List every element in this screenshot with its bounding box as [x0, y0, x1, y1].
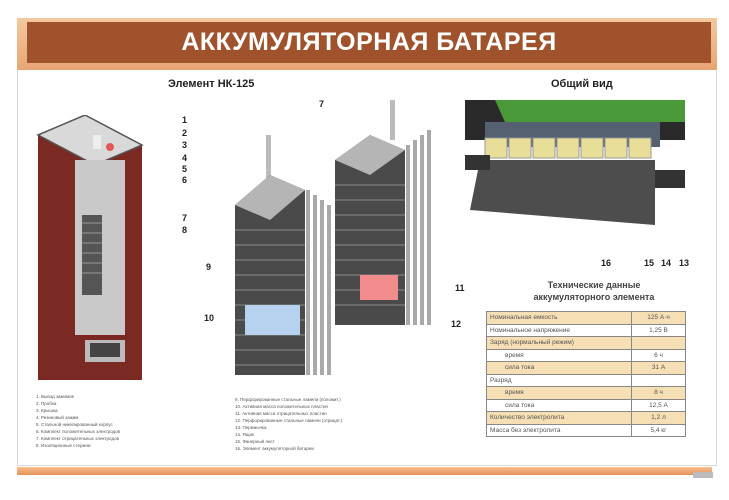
legend-item: 10. Активная масса положительных пластин [235, 404, 328, 409]
legend-item: 8. Изоляционные стержни [36, 443, 91, 448]
callout-9: 9 [206, 262, 212, 272]
legend-item: 11. Активная масса отрицательных пластин [235, 411, 327, 416]
general-view-heading: Общий вид [551, 78, 613, 90]
legend-item: 9. Перфорированные стальные ламели (поло… [235, 397, 341, 402]
callout-4: 4 [182, 153, 188, 163]
poster-title: АККУМУЛЯТОРНАЯ БАТАРЕЯ [181, 28, 557, 56]
legend-item: 4. Резиновый зажим [36, 415, 79, 420]
legend-item: 13. Перемычка [235, 425, 267, 430]
callout-16: 16 [601, 258, 612, 268]
battery-box-photo [465, 100, 685, 225]
legend-item: 3. Крышка [36, 408, 58, 413]
title-banner: АККУМУЛЯТОРНАЯ БАТАРЕЯ [17, 18, 717, 70]
callout-11: 11 [455, 283, 465, 293]
negative-plates-figure [335, 100, 431, 325]
legend-item: 12. Перфорированные стальные ламели (отр… [235, 418, 343, 423]
callout-12: 12 [451, 319, 462, 329]
callout-15: 15 [644, 258, 655, 268]
callout-3: 3 [182, 140, 188, 150]
footer-bar [17, 467, 712, 475]
legend-item: 15. Фанерный лист [235, 439, 275, 444]
legend-column-2: 9. Перфорированные стальные ламели (поло… [235, 396, 342, 452]
legend-item: 5. Стальной никелированный корпус [36, 422, 113, 427]
callout-10: 10 [204, 313, 215, 323]
callout-7: 7 [182, 213, 188, 223]
callout-8: 8 [182, 225, 188, 235]
title-bar: АККУМУЛЯТОРНАЯ БАТАРЕЯ [27, 22, 711, 63]
footer-tag [693, 472, 713, 478]
legend-item: 14. Ящик [235, 432, 254, 437]
legend-item: 1. Вывод зажимов [36, 394, 74, 399]
callout-5: 5 [182, 164, 188, 174]
callout-1: 1 [182, 115, 188, 125]
callout-6: 6 [182, 175, 188, 185]
callout-2: 2 [182, 128, 188, 138]
callout-13: 13 [679, 258, 690, 268]
legend-column-1: 1. Вывод зажимов 2. Пробка 3. Крышка 4. … [36, 393, 120, 449]
legend-item: 7. Комплект отрицательных электродов [36, 436, 119, 441]
legend-item: 16. Элемент аккумуляторной батареи [235, 446, 314, 451]
legend-item: 6. Комплект положительных электродов [36, 429, 120, 434]
cell-case-cutaway-figure [36, 115, 144, 380]
table-row: Разряд [486, 373, 686, 387]
element-heading: Элемент НК-125 [168, 78, 255, 90]
positive-plates-figure [235, 135, 331, 375]
callout-14: 14 [661, 258, 672, 268]
callout-plates-7: 7 [319, 99, 325, 109]
legend-item: 2. Пробка [36, 401, 57, 406]
table-row: Заряд (нормальный режим) [486, 336, 686, 350]
specs-title: Технические данные аккумуляторного элеме… [533, 280, 655, 302]
